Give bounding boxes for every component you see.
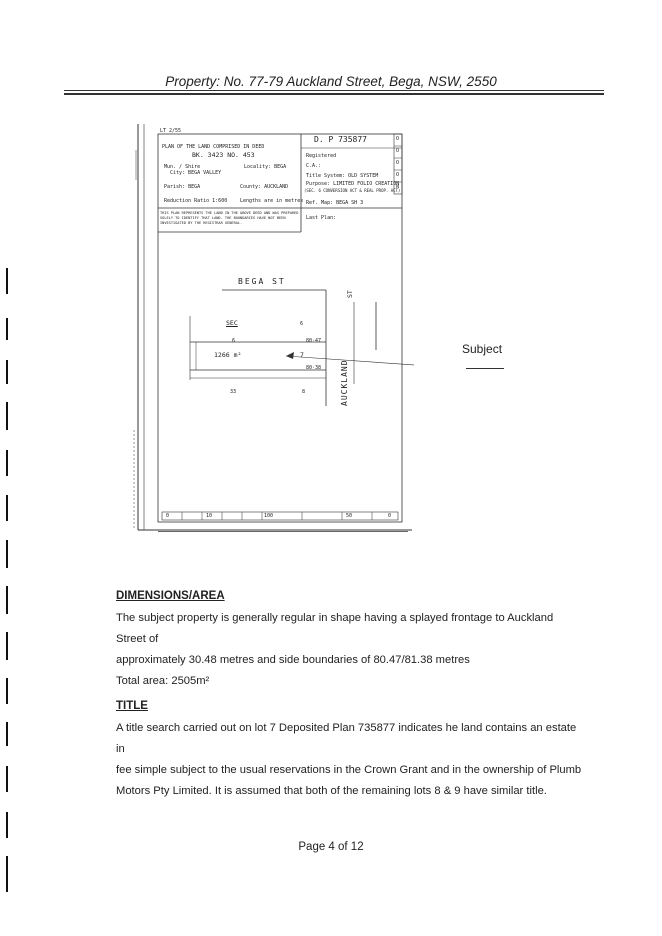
binding-mark (6, 678, 8, 704)
binding-mark (6, 766, 8, 792)
plan-note-line: SOLELY TO IDENTIFY THAT LAND. THE BOUNDA… (160, 216, 286, 220)
plan-lot-small: 6 (232, 338, 236, 344)
plan-sec-label: SEC (226, 319, 238, 327)
plan-last-plan: Last Plan: (306, 215, 337, 221)
binding-mark (6, 360, 8, 384)
plan-city: City: BEGA VALLEY (170, 170, 222, 176)
plan-county: County: AUCKLAND (240, 184, 289, 190)
plan-sec-number: 6 (300, 321, 304, 327)
plan-street-auckland: AUCKLAND (340, 359, 349, 406)
binding-mark (6, 495, 8, 521)
binding-mark (6, 856, 8, 892)
scale-bar-label: 0 (166, 513, 170, 519)
plan-purpose-note: (SEC. 6 CONVERSION ACT & REAL PROP. ACT) (304, 188, 401, 193)
binding-mark (6, 540, 8, 568)
property-header: Property: No. 77-79 Auckland Street, Beg… (165, 74, 497, 89)
plan-lot-area: 1266 m² (214, 351, 242, 359)
binding-mark (6, 586, 8, 614)
dimensions-paragraph: The subject property is generally regula… (116, 608, 586, 692)
plan-dp-number: D. P 735877 (314, 135, 367, 144)
plan-lot-number: 7 (300, 351, 304, 359)
header-rule-thick (64, 93, 604, 95)
binding-mark (6, 450, 8, 476)
binding-mark (6, 318, 8, 340)
scale-bar-label: 100 (264, 513, 274, 519)
plan-ref-map: Ref. Map: BEGA SH 3 (306, 200, 364, 206)
header-rule (64, 90, 604, 91)
paragraph-line: Motors Pty Limited. It is assumed that b… (116, 785, 547, 797)
plan-ca: C.A.: (306, 163, 322, 169)
plan-locality: Locality: BEGA (244, 164, 287, 170)
binding-mark (6, 632, 8, 660)
plan-form-code: LT 2/55 (160, 128, 182, 134)
binding-mark (6, 812, 8, 838)
subject-label: Subject (462, 342, 503, 356)
paragraph-line: A title search carried out on lot 7 Depo… (116, 722, 577, 755)
plan-lot-33: 33 (230, 389, 237, 395)
plan-title: PLAN OF THE LAND COMPRISED IN DEED (162, 144, 265, 150)
plan-side-letter: N (396, 184, 400, 190)
plan-note-line: THIS PLAN REPRESENTS THE LAND IN THE ABO… (160, 211, 299, 215)
plan-lot-lower-dim: 80·38 (306, 365, 322, 371)
plan-lot-upper-dim: 80·47 (306, 338, 322, 344)
plan-side-letter: O (396, 136, 400, 142)
plan-note-line: INVESTIGATED BY THE REGISTRAR GENERAL. (160, 221, 243, 225)
scale-bar-label: 50 (346, 513, 353, 519)
binding-mark (6, 722, 8, 746)
plan-side-letter: O (396, 172, 400, 178)
plan-book: BK. 3423 NO. 453 (192, 151, 255, 159)
binding-mark (6, 268, 8, 294)
title-paragraph: A title search carried out on lot 7 Depo… (116, 718, 586, 802)
paragraph-line: fee simple subject to the usual reservat… (116, 764, 582, 776)
plan-drawing (133, 124, 487, 533)
plan-registered: Registered (306, 153, 337, 159)
paragraph-line: The subject property is generally regula… (116, 612, 554, 645)
page-number: Page 4 of 12 (298, 841, 364, 853)
deposited-plan-image: LT 2/55 PLAN OF THE LAND COMPRISED IN DE… (114, 120, 487, 533)
binding-mark (6, 402, 8, 430)
subject-underline (466, 368, 504, 369)
plan-street-bega: BEGA ST (238, 277, 286, 286)
paragraph-line: approximately 30.48 metres and side boun… (116, 654, 470, 666)
paragraph-line: Total area: 2505m² (116, 675, 210, 687)
plan-reduction-ratio: Reduction Ratio 1:600 (164, 198, 228, 204)
plan-purpose: Purpose: LIMITED FOLIO CREATION (306, 181, 400, 187)
plan-parish: Parish: BEGA (164, 184, 201, 190)
plan-title-system: Title System: OLD SYSTEM (306, 173, 379, 179)
scale-bar-label: 10 (206, 513, 213, 519)
scale-bar-label: 0 (388, 513, 392, 519)
plan-street-st: ST (346, 290, 354, 298)
plan-lot-8: 8 (302, 389, 306, 395)
plan-lengths-note: Lengths are in metres (240, 198, 304, 204)
plan-side-letter: O (396, 160, 400, 166)
section-heading-title: TITLE (116, 700, 148, 712)
section-heading-dimensions: DIMENSIONS/AREA (116, 590, 225, 602)
plan-mun-shire: Mun. / Shire (164, 164, 201, 170)
plan-side-letter: O (396, 148, 400, 154)
